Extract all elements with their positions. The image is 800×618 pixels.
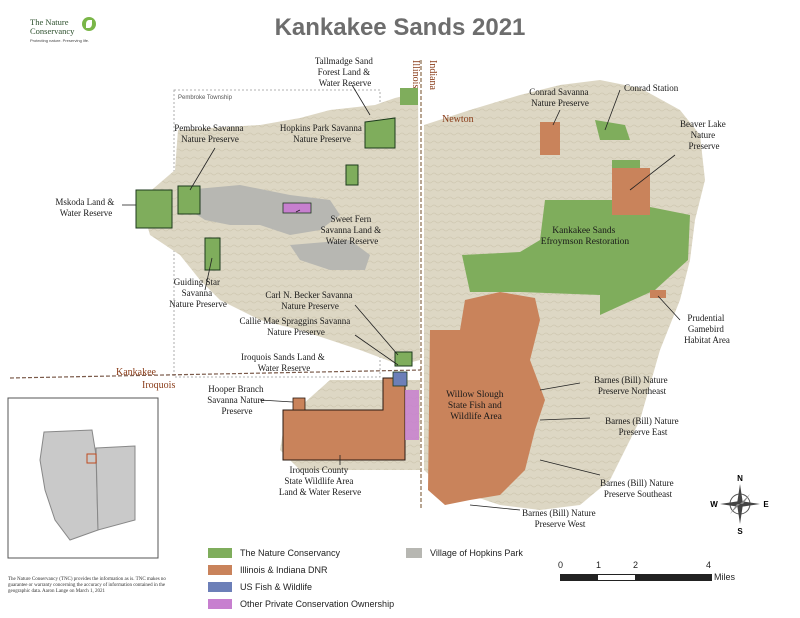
legend-swatch-idnr (208, 565, 232, 575)
tallmadge-parcel[interactable] (400, 88, 418, 105)
legend-item-tnc: The Nature Conservancy (208, 547, 340, 559)
legend-item-usfw: US Fish & Wildlife (208, 581, 312, 593)
sweet-fern-parcel[interactable] (282, 202, 312, 214)
svg-text:N: N (737, 474, 743, 483)
pembroke-savanna-parcel[interactable] (177, 185, 201, 215)
legend-label-idnr: Illinois & Indiana DNR (240, 565, 328, 575)
legend-swatch-usfw (208, 582, 232, 592)
svg-text:W: W (710, 500, 718, 509)
usfw-parcel[interactable] (392, 371, 408, 387)
beaver-lake-label: Beaver Lake Nature Preserve (680, 119, 728, 151)
tallmadge-label: Tallmadge Sand Forest Land & Water Reser… (315, 56, 375, 88)
county-line (9, 369, 422, 379)
compass-rose-icon: N S E W (710, 472, 770, 536)
legend-label-other: Other Private Conservation Ownership (240, 599, 395, 609)
legend-label-usfw: US Fish & Wildlife (240, 582, 313, 592)
indiana-label: Indiana (427, 60, 438, 91)
leaf-icon (82, 17, 96, 31)
logo-tagline: Protecting nature. Preserving life. (30, 38, 90, 43)
willow-slough-label: Willow Slough State Fish and Wildlife Ar… (446, 390, 506, 422)
willow-slough-parcel[interactable] (428, 292, 545, 505)
iroquois-county-label: Iroquois County State Wildlife Area Land… (279, 465, 361, 497)
other-private-parcels[interactable] (405, 390, 419, 440)
mskoda-label: Mskoda Land & Water Reserve (55, 197, 116, 218)
carl-becker-parcel[interactable] (394, 351, 413, 367)
map-title: Kankakee Sands 2021 (274, 14, 526, 41)
leader-lines (122, 84, 681, 511)
guiding-star-parcel[interactable] (204, 237, 221, 271)
prudential-label: Prudential Gamebird Habitat Area (684, 313, 730, 345)
scale-tick-2: 2 (633, 560, 639, 570)
prudential-parcel[interactable] (650, 290, 666, 298)
mskoda-parcel[interactable] (135, 189, 173, 229)
pembroke-township-label: Pembroke Township (178, 95, 233, 101)
svg-text:S: S (737, 527, 743, 536)
barnes-e-label: Barnes (Bill) Nature Preserve East (605, 416, 681, 437)
pembroke-savanna-label: Pembroke Savanna Nature Preserve (174, 123, 245, 144)
conrad-station-parcel[interactable] (595, 120, 630, 140)
barnes-w-label: Barnes (Bill) Nature Preserve West (522, 508, 598, 529)
conrad-station-label: Conrad Station (624, 83, 679, 93)
disclaimer: The Nature Conservancy (TNC) provides th… (8, 577, 166, 594)
legend-item-other: Other Private Conservation Ownership (208, 598, 394, 610)
legend-label-village: Village of Hopkins Park (430, 548, 523, 558)
carl-becker-label: Carl N. Becker Savanna Nature Preserve (265, 290, 354, 311)
legend-swatch-tnc (208, 548, 232, 558)
kankakee-label: Kankakee (116, 367, 157, 378)
hopkins-park-label: Hopkins Park Savanna Nature Preserve (280, 123, 364, 144)
legend-item-idnr: Illinois & Indiana DNR (208, 564, 328, 576)
scale-tick-4: 4 (706, 560, 712, 570)
scale-tick-0: 0 (558, 560, 564, 570)
scale-tick-1: 1 (596, 560, 602, 570)
svg-text:E: E (763, 500, 769, 509)
hopkins-park-savanna-parcel[interactable] (364, 117, 396, 149)
beaver-lake-parcel[interactable] (612, 168, 650, 215)
tnc-parcel-small[interactable] (345, 164, 359, 186)
legend-label-tnc: The Nature Conservancy (240, 548, 341, 558)
kankakee-sands-label: Kankakee Sands Efroymson Restoration (541, 226, 630, 247)
barnes-se-label: Barnes (Bill) Nature Preserve Southeast (600, 478, 676, 499)
scale-bar-track (560, 574, 712, 581)
callie-mae-label: Callie Mae Spraggins Savanna Nature Pres… (240, 316, 353, 337)
legend-swatch-other (208, 599, 232, 609)
illinois-label: Illinois (410, 60, 421, 88)
village-hopkins-park (185, 185, 340, 235)
barnes-ne-label: Barnes (Bill) Nature Preserve Northeast (594, 375, 670, 396)
inset-map (7, 397, 159, 559)
scale-unit: Miles (714, 572, 736, 582)
conrad-savanna-parcel[interactable] (540, 122, 560, 155)
legend-swatch-village (406, 548, 422, 558)
village-hopkins-park-south (290, 240, 370, 270)
scale-bar: 0 1 2 4 Miles (548, 560, 748, 590)
hooper-branch-label: Hooper Branch Savanna Nature Preserve (207, 384, 266, 416)
iroquois-label: Iroquois (142, 380, 175, 391)
legend-item-village: Village of Hopkins Park (406, 547, 523, 559)
newton-label: Newton (442, 114, 474, 125)
guiding-star-label: Guiding Star Savanna Nature Preserve (169, 277, 227, 309)
iroquois-sands-label: Iroquois Sands Land & Water Reserve (241, 352, 327, 373)
conrad-savanna-label: Conrad Savanna Nature Preserve (529, 87, 590, 108)
hooper-branch-parcel[interactable] (292, 397, 306, 411)
legend: The Nature Conservancy Illinois & Indian… (208, 545, 568, 615)
sweet-fern-label: Sweet Fern Savanna Land & Water Reserve (321, 214, 384, 246)
